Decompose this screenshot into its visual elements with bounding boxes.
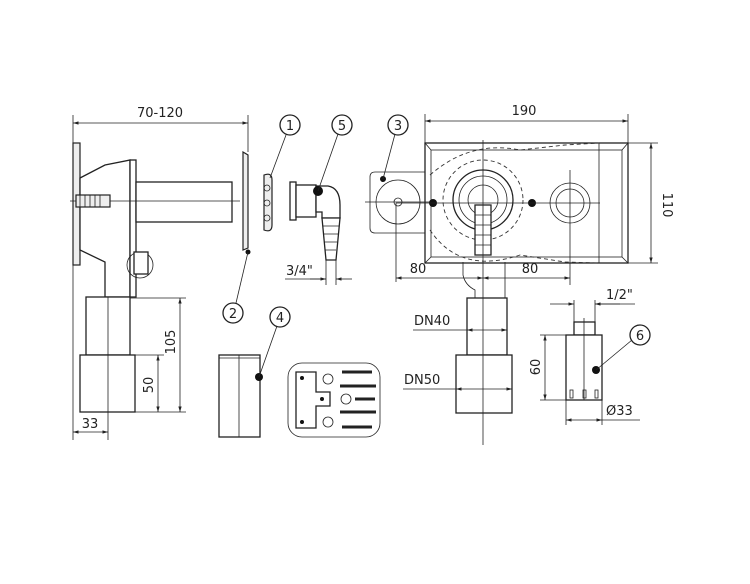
dim-190-text: 190 xyxy=(512,104,537,119)
label-6: 6 xyxy=(636,329,644,344)
dim-105-text: 105 xyxy=(164,330,179,355)
dim-33-left: 33 xyxy=(72,265,108,440)
dim-o33-text: Ø33 xyxy=(606,404,633,419)
dim-50-text: 50 xyxy=(142,377,157,394)
label-1: 1 xyxy=(286,119,294,134)
dim-190: 190 xyxy=(424,104,629,143)
part-2-cover: 2 xyxy=(222,249,251,324)
part-4-sleeve: 4 xyxy=(218,306,291,438)
dim-110: 110 xyxy=(628,142,674,264)
label-4: 4 xyxy=(276,311,284,326)
dim-33-text: 33 xyxy=(82,417,99,432)
dim-width-range: 70-120 xyxy=(72,106,249,152)
dim-80-right-text: 80 xyxy=(522,262,539,277)
dim-1-2-text: 1/2" xyxy=(606,288,633,303)
label-2: 2 xyxy=(229,307,237,322)
part-1-ring: 1 xyxy=(263,114,301,232)
dim-60-text: 60 xyxy=(529,359,544,376)
dim-105: 105 50 xyxy=(130,297,186,413)
side-view-siphon xyxy=(70,142,249,440)
label-5: 5 xyxy=(338,119,346,134)
dim-80-left-text: 80 xyxy=(410,262,427,277)
label-3: 3 xyxy=(394,119,402,134)
part-5-hose-elbow: 5 3/4" xyxy=(285,114,353,285)
dim-110-text: 110 xyxy=(659,193,674,218)
front-view-box xyxy=(396,140,629,445)
screw-kit xyxy=(287,362,381,438)
dim-70-120: 70-120 xyxy=(137,106,183,121)
front-view-pipes: DN40 DN50 xyxy=(403,297,513,414)
dim-3-4-text: 3/4" xyxy=(286,264,313,279)
dn40-text: DN40 xyxy=(414,314,450,329)
part-3-rosette: 3 xyxy=(365,114,430,234)
dn50-text: DN50 xyxy=(404,373,440,388)
part-6-valve: 1/2" 60 Ø33 6 xyxy=(529,288,651,425)
dim-80-80: 80 80 xyxy=(395,203,570,282)
